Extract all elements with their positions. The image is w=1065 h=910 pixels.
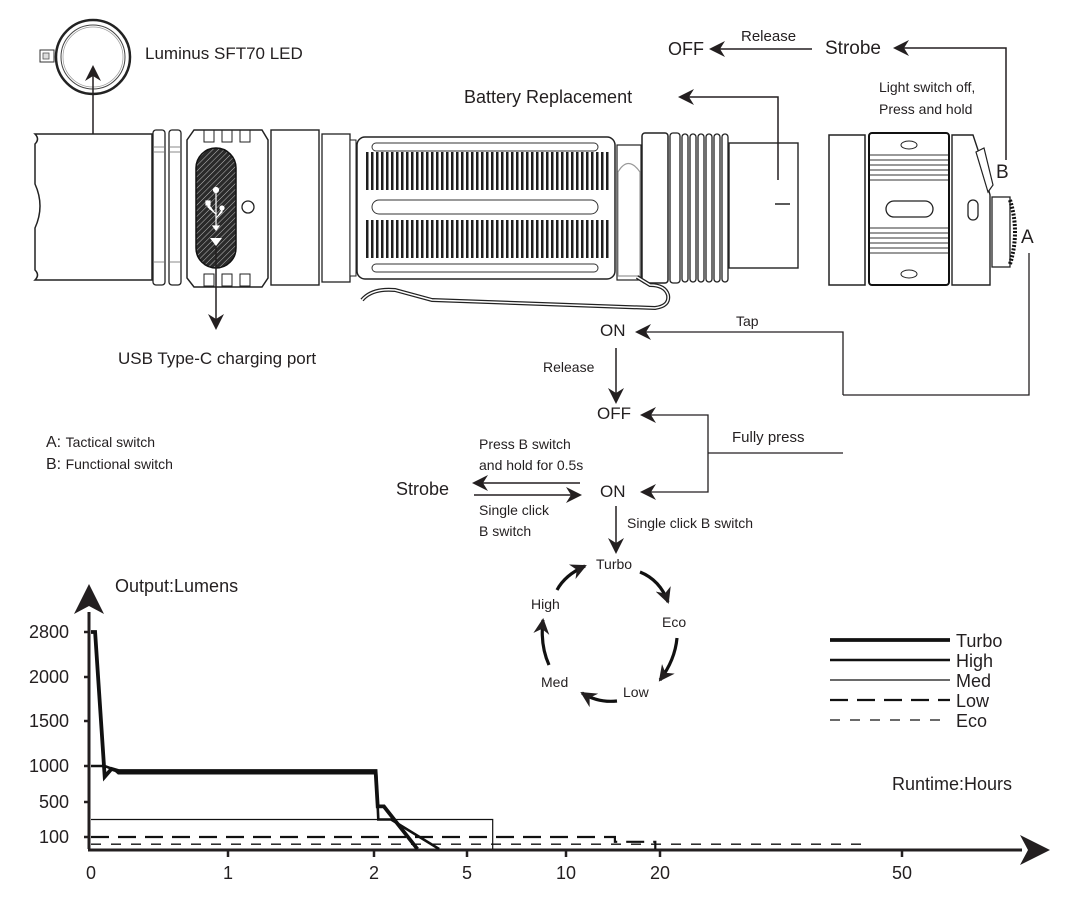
y-tick-label: 2800: [29, 622, 69, 642]
x-tick-label: 10: [556, 863, 576, 883]
x-tick-label: 2: [369, 863, 379, 883]
a-switch-line: [843, 253, 1030, 396]
flow-top-strobe: Strobe: [825, 38, 881, 59]
y-tick-label: 2000: [29, 667, 69, 687]
flow-fully-press: Fully press: [732, 429, 805, 446]
flow-off: OFF: [597, 404, 631, 423]
switch-a-key: A:: [46, 434, 62, 451]
tail-cap: [828, 132, 1017, 286]
flow-light-off-line1: Light switch off,: [879, 79, 976, 95]
switch-a-marker: A: [1021, 227, 1034, 248]
y-tick-label: 1000: [29, 756, 69, 776]
usb-triangle-icon: [210, 238, 222, 246]
to-on-arrow: [640, 453, 709, 500]
series-line-low: [91, 835, 657, 849]
battery-arrow: [678, 89, 779, 180]
x-tick-label: 1: [223, 863, 233, 883]
mode-low: Low: [623, 684, 649, 700]
flow-tap: Tap: [736, 313, 759, 329]
led-label: Luminus SFT70 LED: [145, 44, 303, 63]
series-line-turbo: [91, 630, 419, 851]
legend-label-low: Low: [956, 691, 990, 711]
flow-light-off-line2: Press and hold: [879, 101, 973, 117]
switch-a: [1008, 199, 1017, 265]
flow-single-click-line1: Single click: [479, 502, 550, 518]
flow-on-2: ON: [600, 482, 626, 501]
switch-legend-b: B: Functional switch: [46, 456, 173, 474]
x-axis-title: Runtime:Hours: [892, 774, 1012, 794]
flow-press-b-line2: and hold for 0.5s: [479, 457, 584, 473]
tap-arrow: [635, 324, 844, 395]
flow-strobe: Strobe: [396, 479, 450, 499]
mode-turbo: Turbo: [596, 556, 633, 572]
series-line-med: [91, 818, 494, 849]
b-to-strobe-arrow: [893, 40, 1007, 160]
series-line-eco: [91, 843, 863, 849]
switch-legend-a: A: Tactical switch: [46, 434, 155, 452]
flow-single-click-b: Single click B switch: [627, 515, 754, 531]
battery-replacement-label: Battery Replacement: [464, 87, 633, 107]
flow-release: Release: [543, 359, 595, 375]
usb-port-label: USB Type-C charging port: [118, 349, 317, 368]
usb-icon: [205, 186, 225, 231]
switch-b-marker: B: [996, 162, 1009, 183]
legend-label-med: Med: [956, 671, 991, 691]
mode-med: Med: [541, 674, 569, 690]
switch-a-desc: Tactical switch: [65, 434, 156, 450]
legend-label-high: High: [956, 651, 993, 671]
x-tick-label: 0: [86, 863, 96, 883]
led-icon: [39, 18, 132, 96]
y-tick-label: 100: [39, 827, 69, 847]
flow-top-release: Release: [741, 28, 797, 45]
switch-b-key: B:: [46, 456, 62, 473]
mode-eco: Eco: [662, 614, 687, 630]
flashlight-head: [33, 129, 357, 288]
switch-b: [975, 147, 994, 194]
mode-high: High: [531, 596, 560, 612]
switch-b-desc: Functional switch: [65, 456, 173, 472]
x-tick-label: 20: [650, 863, 670, 883]
to-off-arrow: [640, 407, 709, 453]
flashlight-body: [356, 132, 799, 284]
legend-label-eco: Eco: [956, 711, 987, 731]
x-tick-label: 50: [892, 863, 912, 883]
flow-top-off: OFF: [668, 39, 704, 59]
flow-single-click-line2: B switch: [479, 523, 532, 539]
y-axis-title: Output:Lumens: [115, 576, 238, 596]
y-tick-label: 1500: [29, 711, 69, 731]
mode-cycle-arrows: [533, 564, 679, 708]
flow-on-1: ON: [600, 321, 626, 340]
flow-press-b-line1: Press B switch: [479, 436, 571, 452]
x-tick-label: 5: [462, 863, 472, 883]
y-tick-label: 500: [39, 792, 69, 812]
legend-label-turbo: Turbo: [956, 631, 1002, 651]
